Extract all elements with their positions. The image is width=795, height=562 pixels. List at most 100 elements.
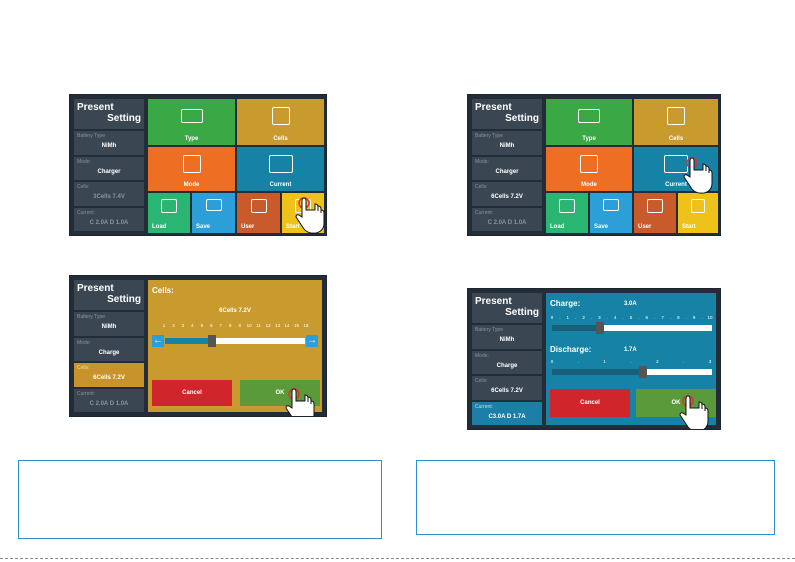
current-item[interactable]: Current:C3.0A D 1.7A	[472, 401, 542, 425]
mode-tile-label: Mode	[183, 182, 200, 188]
mode-item[interactable]: Mode:Charge	[74, 337, 144, 361]
tick-label: .	[683, 359, 685, 364]
discharge-label: Discharge:	[550, 345, 592, 354]
user-tile[interactable]: User	[237, 193, 280, 233]
tick-label: 6	[645, 315, 649, 320]
tick-label: 4	[613, 315, 617, 320]
tick-label: 3	[598, 315, 601, 320]
left-arrow-button[interactable]: ←	[152, 335, 164, 347]
user-tile[interactable]: User	[634, 193, 676, 233]
cells-tile[interactable]: Cells	[634, 99, 718, 145]
discharge-slider-knob[interactable]	[638, 366, 647, 378]
tick-label: 12	[265, 323, 271, 328]
start-label: Start	[682, 224, 696, 230]
save-tile[interactable]: Save	[192, 193, 235, 233]
cancel-button[interactable]: Cancel	[152, 380, 232, 406]
tick-label: 5	[200, 323, 204, 328]
charge-slider-knob[interactable]	[596, 322, 604, 334]
user-icon	[250, 199, 267, 213]
tick-label: .	[630, 359, 632, 364]
charge-tick-row: 0.1.2.3.4.5.6.7.8.9.10	[551, 315, 713, 323]
cells-item[interactable]: Cells:3Cells 7.4V	[74, 182, 144, 206]
load-tile[interactable]: Load	[546, 193, 588, 233]
tick-label: 7	[219, 323, 223, 328]
tick-label: 3	[181, 323, 185, 328]
mode-tile[interactable]: Mode	[546, 147, 632, 191]
current-item[interactable]: Current:C 2.0A D 1.0A	[74, 207, 144, 231]
start-label: Start	[286, 224, 300, 230]
current-item[interactable]: Current:C 2.0A D 1.0A	[74, 388, 144, 412]
battery-icon	[578, 109, 600, 123]
type-tile[interactable]: Type	[148, 99, 235, 145]
cells-value: 6Cells 7.2V	[93, 375, 125, 381]
cells-slider-track[interactable]	[165, 335, 305, 347]
load-tile[interactable]: Load	[148, 193, 190, 233]
current-tile[interactable]: Current	[237, 147, 324, 191]
tick-label: .	[577, 359, 579, 364]
cells-slider-knob[interactable]	[207, 335, 216, 347]
cells-label: Cells:	[475, 378, 488, 384]
mode-tile[interactable]: Mode	[148, 147, 235, 191]
mode-value: Charger	[97, 168, 121, 175]
right-arrow-button[interactable]: →	[306, 335, 318, 347]
type-label: Type	[582, 136, 596, 142]
menu-grid: Type Cells Mode Current Load Save User S…	[148, 99, 324, 233]
battery-type-value: NiMh	[499, 143, 515, 149]
charge-slider-fill	[552, 325, 600, 331]
battery-type-label: Battery Type	[475, 327, 503, 333]
mode-item[interactable]: Mode:Charge	[472, 350, 542, 374]
cells-tile[interactable]: Cells	[237, 99, 324, 145]
mode-item[interactable]: Mode:Charger	[74, 156, 144, 180]
load-label: Load	[550, 224, 565, 230]
current-label: Current:	[77, 390, 96, 397]
cells-item[interactable]: Cells:6Cells 7.2V	[74, 363, 144, 387]
tick-label: 1	[603, 359, 606, 364]
cells-item[interactable]: Cells:6Cells 7.2V	[472, 376, 542, 400]
cancel-button[interactable]: Cancel	[550, 389, 630, 417]
discharge-slider-track[interactable]	[552, 366, 712, 378]
tick-label: 14	[284, 323, 290, 328]
mode-item[interactable]: Mode:Charger	[472, 156, 542, 180]
load-icon	[161, 199, 177, 213]
cells-label: Cells:	[77, 365, 90, 371]
save-icon	[205, 199, 222, 211]
tick-label: 4	[191, 323, 194, 328]
tick-label: 13	[275, 323, 281, 328]
tick-label: 15	[294, 323, 300, 328]
title-line1: Present	[475, 296, 512, 307]
tick-label: .	[559, 315, 561, 320]
tick-label: 5	[629, 315, 633, 320]
current-item[interactable]: Current:C 2.0A D 1.0A	[472, 207, 542, 231]
type-tile[interactable]: Type	[546, 99, 632, 145]
waveform-icon	[268, 155, 293, 173]
start-tile[interactable]: Start	[678, 193, 718, 233]
tick-label: 2	[582, 315, 585, 320]
title-line1: Present	[475, 102, 512, 113]
cells-value: 6Cells 7.2V	[491, 388, 523, 394]
tick-label: .	[575, 315, 577, 320]
tick-label: 16	[303, 323, 309, 328]
charge-slider-track[interactable]	[552, 322, 712, 334]
save-tile[interactable]: Save	[590, 193, 632, 233]
title-line2: Setting	[505, 307, 539, 318]
current-value: C3.0A D 1.7A	[488, 413, 526, 420]
cells-value: 3Cells 7.4V	[93, 194, 125, 200]
title-line2: Setting	[107, 294, 141, 305]
save-label: Save	[594, 224, 609, 230]
battery-type-value: NiMh	[499, 337, 515, 343]
tick-label: 2	[656, 359, 659, 364]
cells-item[interactable]: Cells:6Cells 7.2V	[472, 182, 542, 206]
type-label: Type	[184, 136, 199, 142]
tick-label: .	[638, 315, 640, 320]
